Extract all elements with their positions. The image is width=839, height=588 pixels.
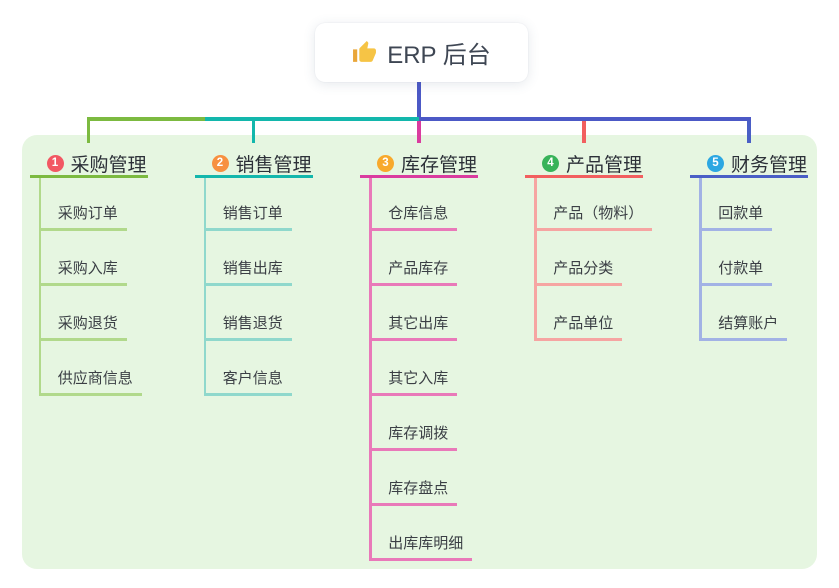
bus-segment-green xyxy=(86,117,206,121)
child-label: 采购退货 xyxy=(57,315,118,332)
child-node[interactable]: 销售出库 xyxy=(203,257,292,286)
child-node[interactable]: 产品单位 xyxy=(534,312,623,341)
child-label: 采购入库 xyxy=(57,260,118,277)
child-node[interactable]: 其它出库 xyxy=(369,312,458,341)
branch-number-badge: 4 xyxy=(542,154,559,172)
branch-column-5: 5 财务管理 回款单付款单结算账户 xyxy=(690,0,808,588)
child-node[interactable]: 客户信息 xyxy=(203,367,292,396)
branch-node-5[interactable]: 5 财务管理 xyxy=(690,145,808,178)
child-label: 销售出库 xyxy=(222,260,283,277)
child-node[interactable]: 采购退货 xyxy=(38,312,127,341)
branch-column-4: 4 产品管理 产品（物料） 产品分类产品单位 xyxy=(525,0,653,588)
child-node[interactable]: 产品库存 xyxy=(369,257,458,286)
child-node[interactable]: 采购订单 xyxy=(38,202,127,231)
branch-node-1[interactable]: 1 采购管理 xyxy=(29,145,148,178)
child-node[interactable]: 产品分类 xyxy=(534,257,623,286)
child-node[interactable]: 出库库明细 xyxy=(369,532,473,561)
branch-number-badge: 5 xyxy=(707,154,724,172)
child-node[interactable]: 销售订单 xyxy=(203,202,292,231)
child-label: 库存调拨 xyxy=(388,425,449,442)
child-node[interactable]: 回款单 xyxy=(699,202,773,231)
child-label: 销售退货 xyxy=(222,315,283,332)
branch-label: 产品管理 xyxy=(566,154,643,176)
child-label: 其它入库 xyxy=(388,370,449,387)
child-label: 库存盘点 xyxy=(388,480,449,497)
root-node[interactable]: ERP 后台 xyxy=(315,23,528,82)
child-node[interactable]: 供应商信息 xyxy=(38,367,142,396)
child-node[interactable]: 库存盘点 xyxy=(369,477,458,506)
branch-trunk-line xyxy=(203,178,207,396)
branch-drop-line xyxy=(86,117,91,143)
child-node[interactable]: 产品（物料） xyxy=(534,202,653,231)
child-node[interactable]: 付款单 xyxy=(699,257,773,286)
branch-label: 销售管理 xyxy=(235,154,312,176)
branch-label: 采购管理 xyxy=(70,154,147,176)
child-label: 产品单位 xyxy=(553,315,614,332)
branch-trunk-line xyxy=(369,178,372,561)
branch-number-badge: 2 xyxy=(211,154,229,172)
branch-node-4[interactable]: 4 产品管理 xyxy=(525,145,643,178)
branch-label: 库存管理 xyxy=(401,154,478,176)
bus-segment-teal xyxy=(205,117,419,121)
child-label: 结算账户 xyxy=(718,315,779,332)
branch-node-3[interactable]: 3 库存管理 xyxy=(360,145,478,178)
child-label: 回款单 xyxy=(718,205,764,222)
child-label: 出库库明细 xyxy=(388,535,464,552)
branch-label: 财务管理 xyxy=(731,154,808,176)
bus-segment-blue xyxy=(419,117,751,121)
child-label: 产品（物料） xyxy=(553,205,644,222)
child-label: 产品分类 xyxy=(553,260,614,277)
child-node[interactable]: 库存调拨 xyxy=(369,422,458,451)
child-label: 销售订单 xyxy=(222,205,283,222)
child-node[interactable]: 销售退货 xyxy=(203,312,292,341)
child-label: 客户信息 xyxy=(222,370,283,387)
child-label: 供应商信息 xyxy=(57,370,133,387)
branch-number-badge: 1 xyxy=(46,154,64,172)
branch-trunk-line xyxy=(534,178,537,341)
background-panel xyxy=(22,135,817,569)
child-label: 仓库信息 xyxy=(388,205,449,222)
child-label: 其它出库 xyxy=(388,315,449,332)
branch-drop-line xyxy=(747,117,751,143)
branch-number-badge: 3 xyxy=(377,154,394,172)
branch-drop-line xyxy=(582,117,586,143)
child-node[interactable]: 其它入库 xyxy=(369,367,458,396)
thumbs-up-icon xyxy=(352,40,377,65)
child-label: 采购订单 xyxy=(57,205,118,222)
branch-drop-line xyxy=(417,117,421,143)
child-label: 产品库存 xyxy=(388,260,449,277)
branch-drop-line xyxy=(251,117,256,143)
root-title: ERP 后台 xyxy=(387,42,491,69)
child-node[interactable]: 仓库信息 xyxy=(369,202,458,231)
child-label: 付款单 xyxy=(718,260,764,277)
branch-trunk-line xyxy=(699,178,702,341)
branch-column-3: 3 库存管理 仓库信息产品库存其它出库其它入库库存调拨库存盘点出库库明细 xyxy=(360,0,478,588)
branch-node-2[interactable]: 2 销售管理 xyxy=(194,145,313,178)
child-node[interactable]: 采购入库 xyxy=(38,257,127,286)
child-node[interactable]: 结算账户 xyxy=(699,312,788,341)
branch-trunk-line xyxy=(38,178,42,396)
root-connector-line xyxy=(417,82,421,118)
branch-column-1: 1 采购管理 采购订单采购入库采购退货供应商信息 xyxy=(29,0,148,588)
branch-column-2: 2 销售管理 销售订单销售出库销售退货客户信息 xyxy=(194,0,313,588)
